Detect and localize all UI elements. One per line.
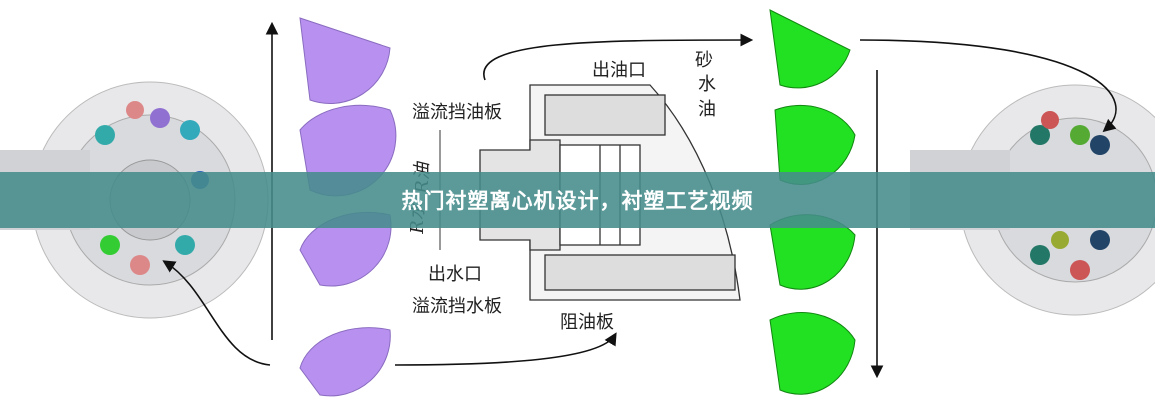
label-oil-stop-plate: 阻油板 bbox=[560, 312, 614, 333]
green-segments bbox=[769, 9, 856, 395]
label-sand: 砂 bbox=[695, 50, 713, 71]
label-oil-outlet: 出油口 bbox=[592, 60, 646, 81]
label-water-outlet: 出水口 bbox=[428, 264, 482, 285]
label-oil: 油 bbox=[698, 99, 716, 120]
banner-title: 热门衬塑离心机设计，衬塑工艺视频 bbox=[401, 189, 754, 213]
title-banner: 热门衬塑离心机设计，衬塑工艺视频 bbox=[0, 172, 1155, 228]
label-water: 水 bbox=[698, 74, 716, 95]
label-overflow-water-baffle: 溢流挡水板 bbox=[412, 296, 502, 317]
label-overflow-oil-baffle: 溢流挡油板 bbox=[412, 102, 502, 123]
